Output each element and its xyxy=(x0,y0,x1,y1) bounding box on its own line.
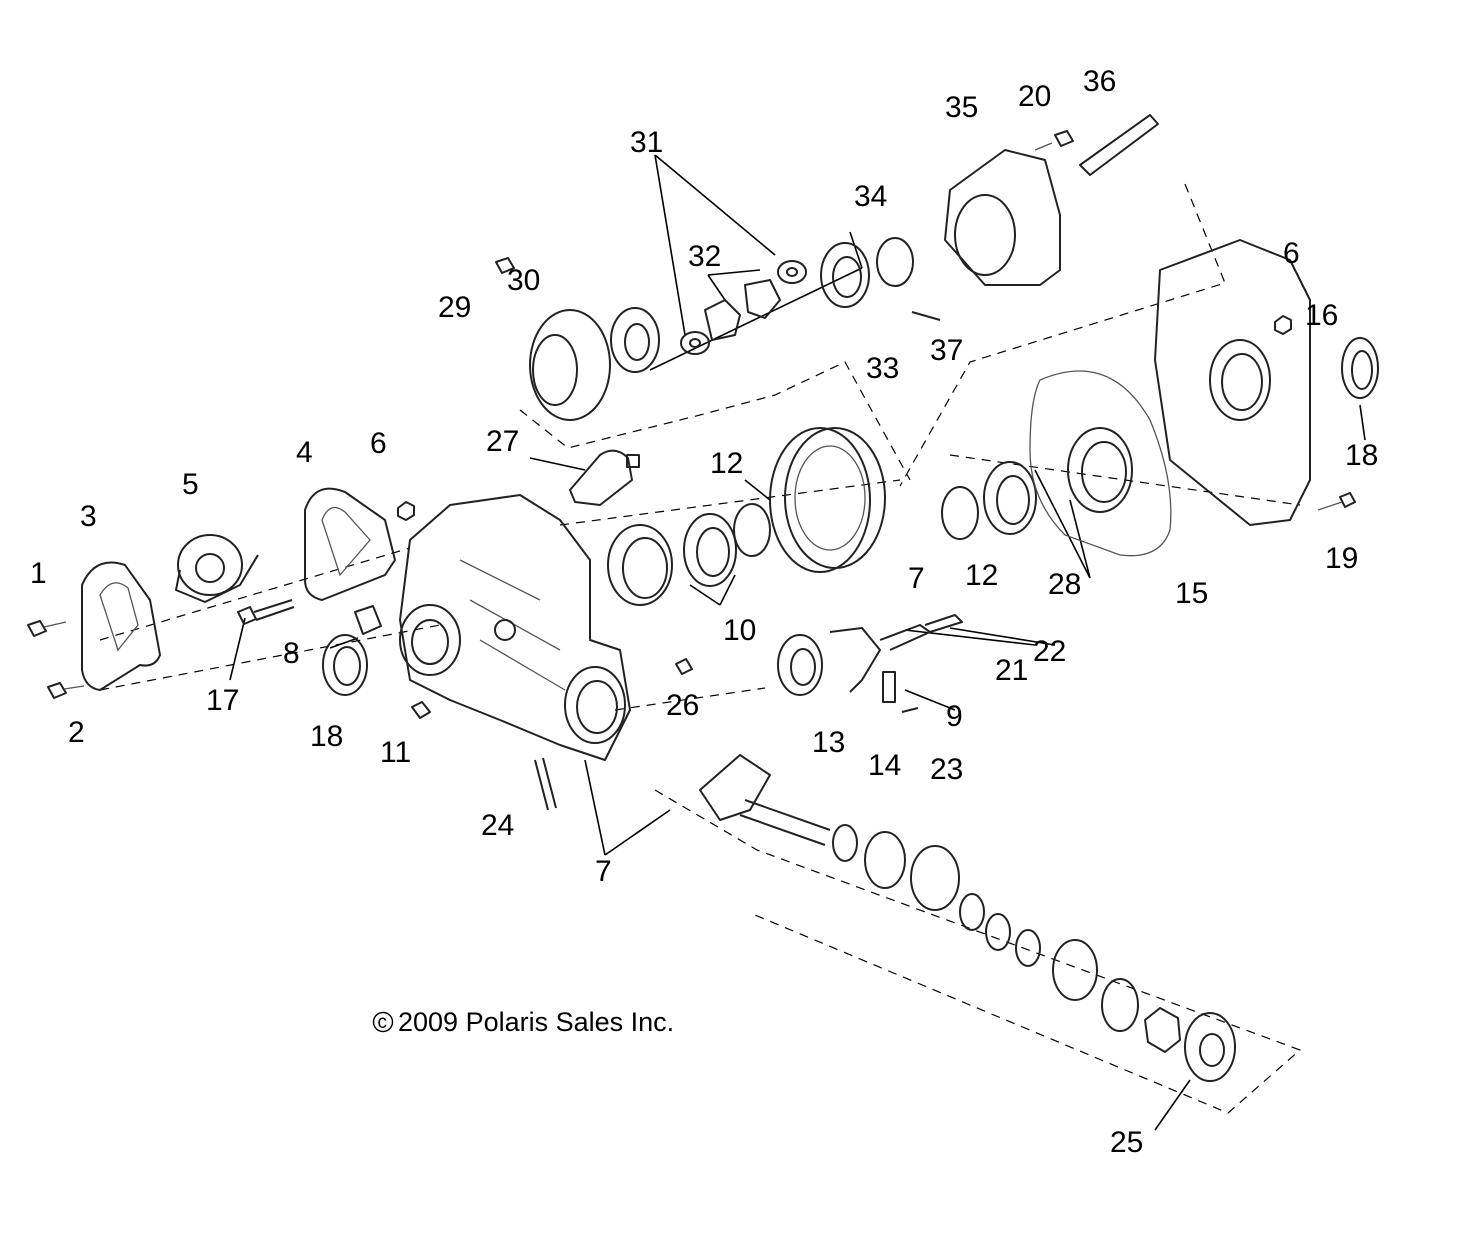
part-actuator-27 xyxy=(569,449,640,506)
part-seal-18-right xyxy=(1341,337,1379,399)
callout-15: 15 xyxy=(1175,577,1208,610)
part-bearing-10 xyxy=(683,513,737,587)
callout-32: 32 xyxy=(688,240,721,273)
callout-6-left: 6 xyxy=(370,427,387,460)
callout-12-right: 12 xyxy=(965,559,998,592)
part-nut-6-right xyxy=(1274,315,1292,335)
callout-23: 23 xyxy=(930,753,963,786)
part-ring-12-left xyxy=(733,503,771,557)
part-gasket-4 xyxy=(304,487,396,601)
callout-labels: 1 2 3 4 5 6 6 7 7 8 9 10 11 12 12 13 14 … xyxy=(30,65,1378,1159)
callout-37: 37 xyxy=(930,334,963,367)
callout-17: 17 xyxy=(206,684,239,717)
part-cover-16 xyxy=(1154,239,1311,526)
callout-7-ring-gear: 7 xyxy=(908,562,925,595)
part-washer-31-right xyxy=(777,260,807,284)
callout-35: 35 xyxy=(945,91,978,124)
callout-8: 8 xyxy=(283,637,300,670)
part-washer-31-left xyxy=(680,331,710,355)
part-shift-fork-group xyxy=(777,614,963,713)
callout-2: 2 xyxy=(68,716,85,749)
callout-28: 28 xyxy=(1048,568,1081,601)
callout-24: 24 xyxy=(481,809,514,842)
callout-10: 10 xyxy=(723,614,756,647)
callout-29: 29 xyxy=(438,291,471,324)
callout-22: 22 xyxy=(1033,635,1066,668)
part-sleeve-26 xyxy=(675,658,693,675)
part-gasket-3 xyxy=(81,561,161,691)
callout-13: 13 xyxy=(812,726,845,759)
part-plug-11 xyxy=(411,701,431,719)
callout-36: 36 xyxy=(1083,65,1116,98)
callout-16: 16 xyxy=(1305,299,1338,332)
callout-30: 30 xyxy=(507,264,540,297)
part-pinion-gears-32 xyxy=(704,279,781,341)
part-ring-gear-7 xyxy=(769,427,886,573)
leader-lines xyxy=(229,154,1366,1131)
part-main-housing xyxy=(399,494,631,761)
part-stud-17 xyxy=(237,599,295,625)
part-seal-18-left xyxy=(322,634,368,696)
callout-12-left: 12 xyxy=(710,447,743,480)
part-shaft-36 xyxy=(1079,114,1159,176)
callout-25: 25 xyxy=(1110,1126,1143,1159)
copyright-text: 2009 Polaris Sales Inc. xyxy=(398,1007,674,1037)
callout-19: 19 xyxy=(1325,542,1358,575)
part-plug-8 xyxy=(354,605,382,635)
copyright-notice: c 2009 Polaris Sales Inc. xyxy=(372,1007,674,1037)
part-bolt-1 xyxy=(27,620,67,637)
part-side-gear-left xyxy=(610,307,660,373)
callout-6-right: 6 xyxy=(1283,237,1300,270)
callout-18-right: 18 xyxy=(1345,439,1378,472)
callout-5: 5 xyxy=(182,468,199,501)
callout-7-pinion: 7 xyxy=(595,855,612,888)
callout-33: 33 xyxy=(866,352,899,385)
callout-3: 3 xyxy=(80,500,97,533)
callout-11: 11 xyxy=(380,736,411,769)
part-pinion-shaft xyxy=(699,754,1236,1082)
copyright-symbol: c xyxy=(378,1012,388,1033)
part-carrier-30 xyxy=(529,309,611,421)
callout-34: 34 xyxy=(854,180,887,213)
callout-31: 31 xyxy=(630,126,663,159)
part-pin-37 xyxy=(911,311,941,321)
part-bolt-20 xyxy=(1034,130,1074,151)
callout-18-left: 18 xyxy=(310,720,343,753)
part-shim-34 xyxy=(876,237,914,287)
part-side-gear-33 xyxy=(820,242,870,308)
callout-20: 20 xyxy=(1018,80,1051,113)
dashed-guide-lines xyxy=(99,183,1302,1114)
part-bolt-2 xyxy=(47,682,85,699)
part-housing-5 xyxy=(175,534,259,603)
part-pin-24 xyxy=(534,757,557,811)
part-bolt-29 xyxy=(495,257,515,274)
part-bolt-19 xyxy=(1317,492,1356,511)
part-housing-35 xyxy=(944,149,1061,286)
callout-9: 9 xyxy=(946,700,963,733)
callout-4: 4 xyxy=(296,436,313,469)
callout-27: 27 xyxy=(486,425,519,458)
part-gasket-15 xyxy=(1029,370,1172,557)
callout-26: 26 xyxy=(666,689,699,722)
copyright-circle xyxy=(372,1011,394,1033)
part-ring-12-right xyxy=(941,486,979,540)
callout-14: 14 xyxy=(868,749,901,782)
part-nut-6-left xyxy=(397,501,415,521)
callout-1: 1 xyxy=(30,557,47,590)
part-bearing-race-10 xyxy=(607,524,673,606)
callout-21: 21 xyxy=(995,654,1028,687)
part-bearing-28 xyxy=(983,427,1133,535)
